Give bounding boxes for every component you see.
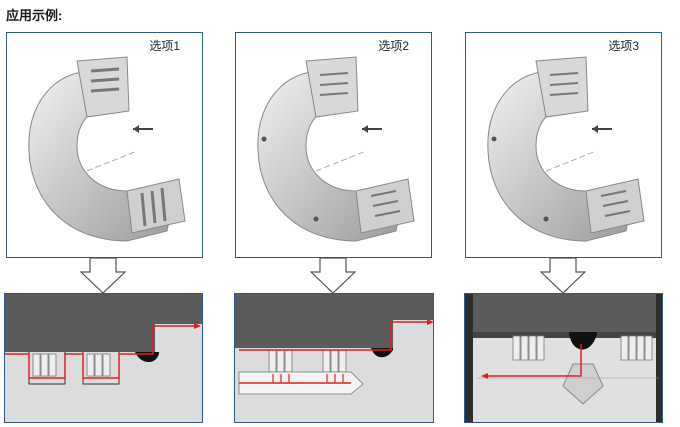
- option-2-panel: 选项2: [235, 32, 432, 258]
- option-3-label: 选项3: [608, 39, 639, 53]
- seal-ring-illustration-3: [487, 56, 645, 242]
- down-arrow-2: [310, 258, 356, 294]
- seal-ring-illustration-2: [257, 56, 415, 242]
- option-1-label: 选项1: [149, 39, 180, 53]
- option-3-cross-section: [464, 293, 663, 423]
- section-heading: 应用示例:: [6, 8, 63, 23]
- option-2-label: 选项2: [378, 39, 409, 53]
- down-arrow-1: [80, 258, 126, 294]
- option-3-panel: 选项3: [465, 32, 662, 258]
- option-2-cross-section: [234, 293, 434, 423]
- down-arrow-3: [540, 258, 586, 294]
- option-1-cross-section: [4, 293, 203, 423]
- seal-ring-illustration-1: [28, 56, 186, 242]
- option-1-panel: 选项1: [6, 32, 203, 258]
